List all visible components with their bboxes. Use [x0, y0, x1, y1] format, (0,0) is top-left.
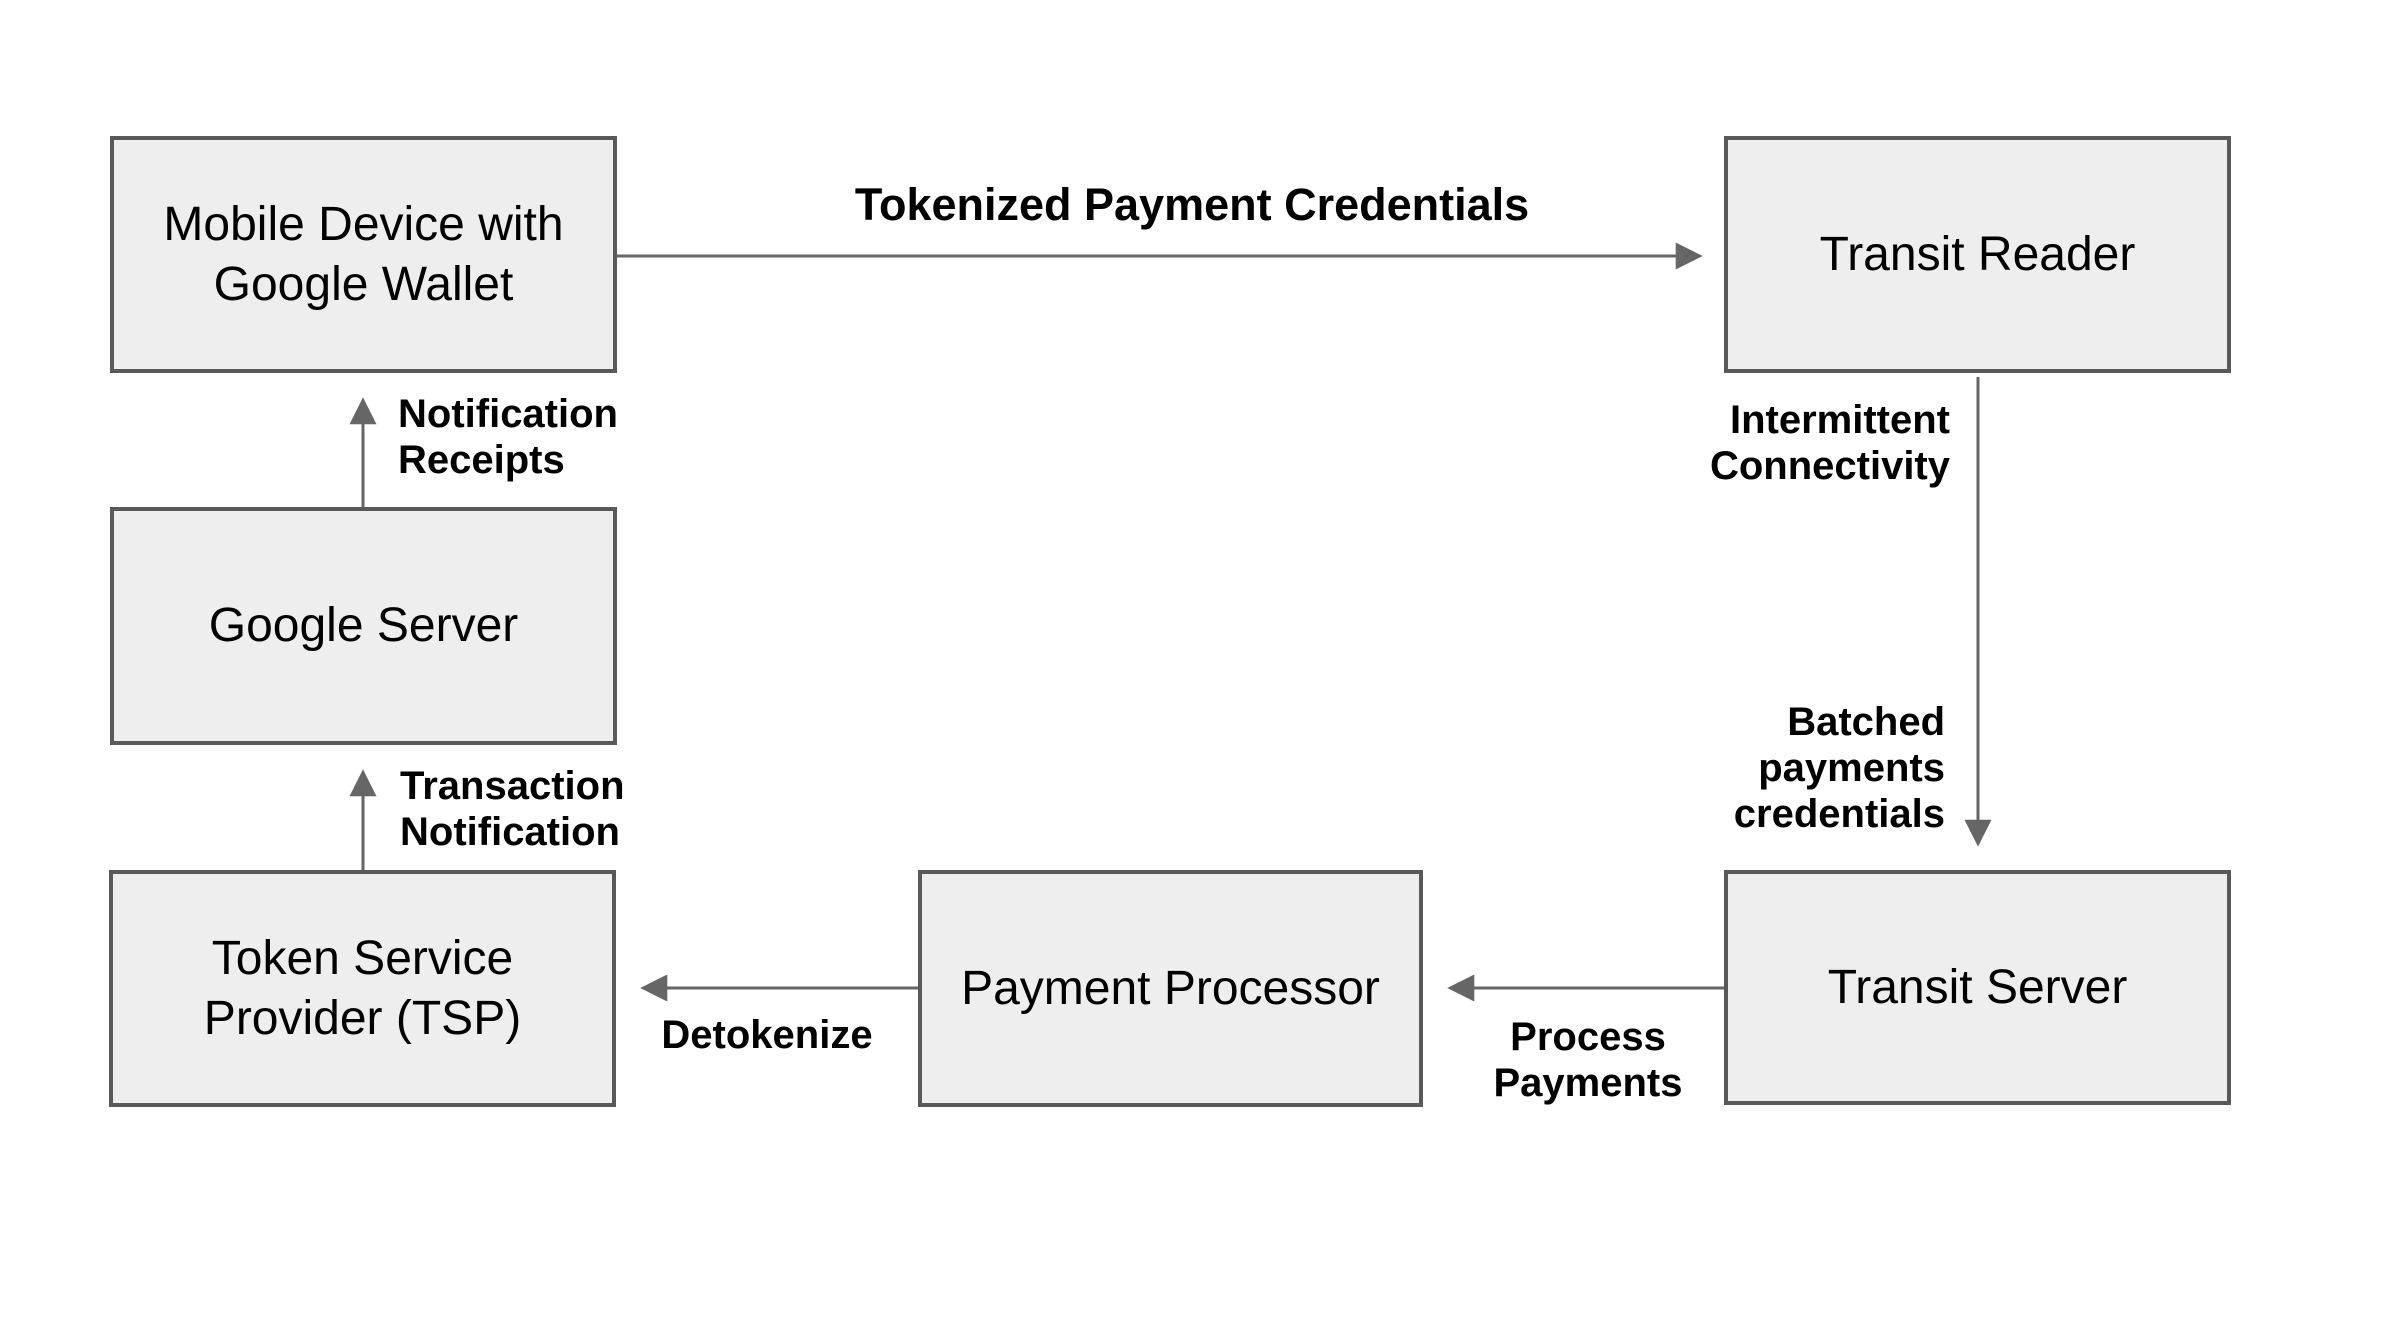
- edge-label-batched-payments-credentials: Batched payments credentials: [1733, 700, 1945, 836]
- node-transit-server: Transit Server: [1724, 870, 2231, 1105]
- edge-label-transaction-notification: Transaction Notification: [400, 764, 625, 854]
- node-token-service-provider: Token Service Provider (TSP): [109, 870, 616, 1107]
- node-transit-reader: Transit Reader: [1724, 136, 2231, 373]
- edge-label-notification-receipts: Notification Receipts: [398, 392, 618, 482]
- edge-label-intermittent-connectivity: Intermittent Connectivity: [1709, 398, 1950, 488]
- edge-label-process-payments: Process Payments: [1493, 1015, 1683, 1105]
- node-payment-processor: Payment Processor: [918, 870, 1423, 1107]
- edge-label-detokenize: Detokenize: [661, 1013, 873, 1057]
- edge-label-tokenized-payment-credentials: Tokenized Payment Credentials: [854, 179, 1530, 230]
- node-google-server: Google Server: [110, 507, 617, 745]
- node-mobile-device-google-wallet: Mobile Device with Google Wallet: [110, 136, 617, 373]
